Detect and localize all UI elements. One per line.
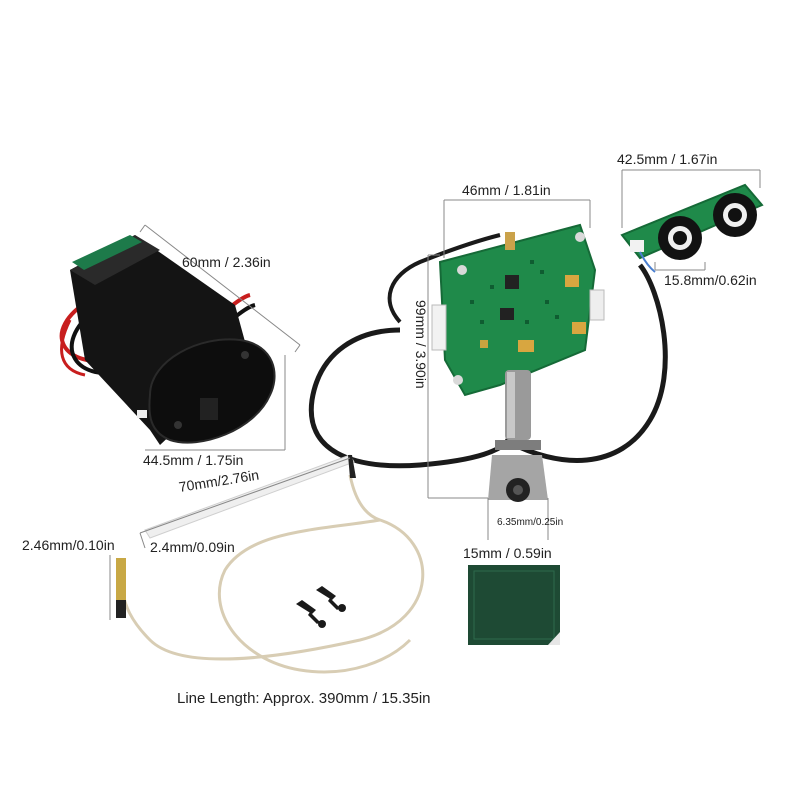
- jack-width-label: 15mm / 0.59in: [463, 545, 552, 561]
- pickup-assembly: [116, 454, 425, 674]
- control-width-label: 42.5mm / 1.67in: [617, 151, 718, 167]
- battery-width-label: 60mm / 2.36in: [182, 254, 271, 270]
- board-height-label: 99mm / 3.90in: [413, 300, 429, 389]
- board-dimension-lines: [427, 199, 591, 540]
- preamp-board: [308, 223, 668, 502]
- connector-diameter-label: 2.46mm/0.10in: [22, 537, 115, 553]
- jack-diameter-label: 6.35mm/0.25in: [497, 517, 564, 528]
- battery-height-label: 44.5mm / 1.75in: [143, 452, 244, 468]
- control-dimension-lines: [621, 169, 761, 271]
- line-length-label: Line Length: Approx. 390mm / 15.35in: [177, 690, 431, 707]
- battery-box: [59, 235, 276, 445]
- board-width-label: 46mm / 1.81in: [462, 182, 551, 198]
- battery-dimension-lines: [139, 224, 301, 451]
- knob-width-label: 15.8mm/0.62in: [664, 272, 757, 288]
- adhesive-pad: [468, 565, 560, 645]
- control-board: [620, 183, 764, 273]
- pickup-dimension-lines: [109, 457, 351, 620]
- pickup-width-label: 2.4mm/0.09in: [150, 539, 235, 555]
